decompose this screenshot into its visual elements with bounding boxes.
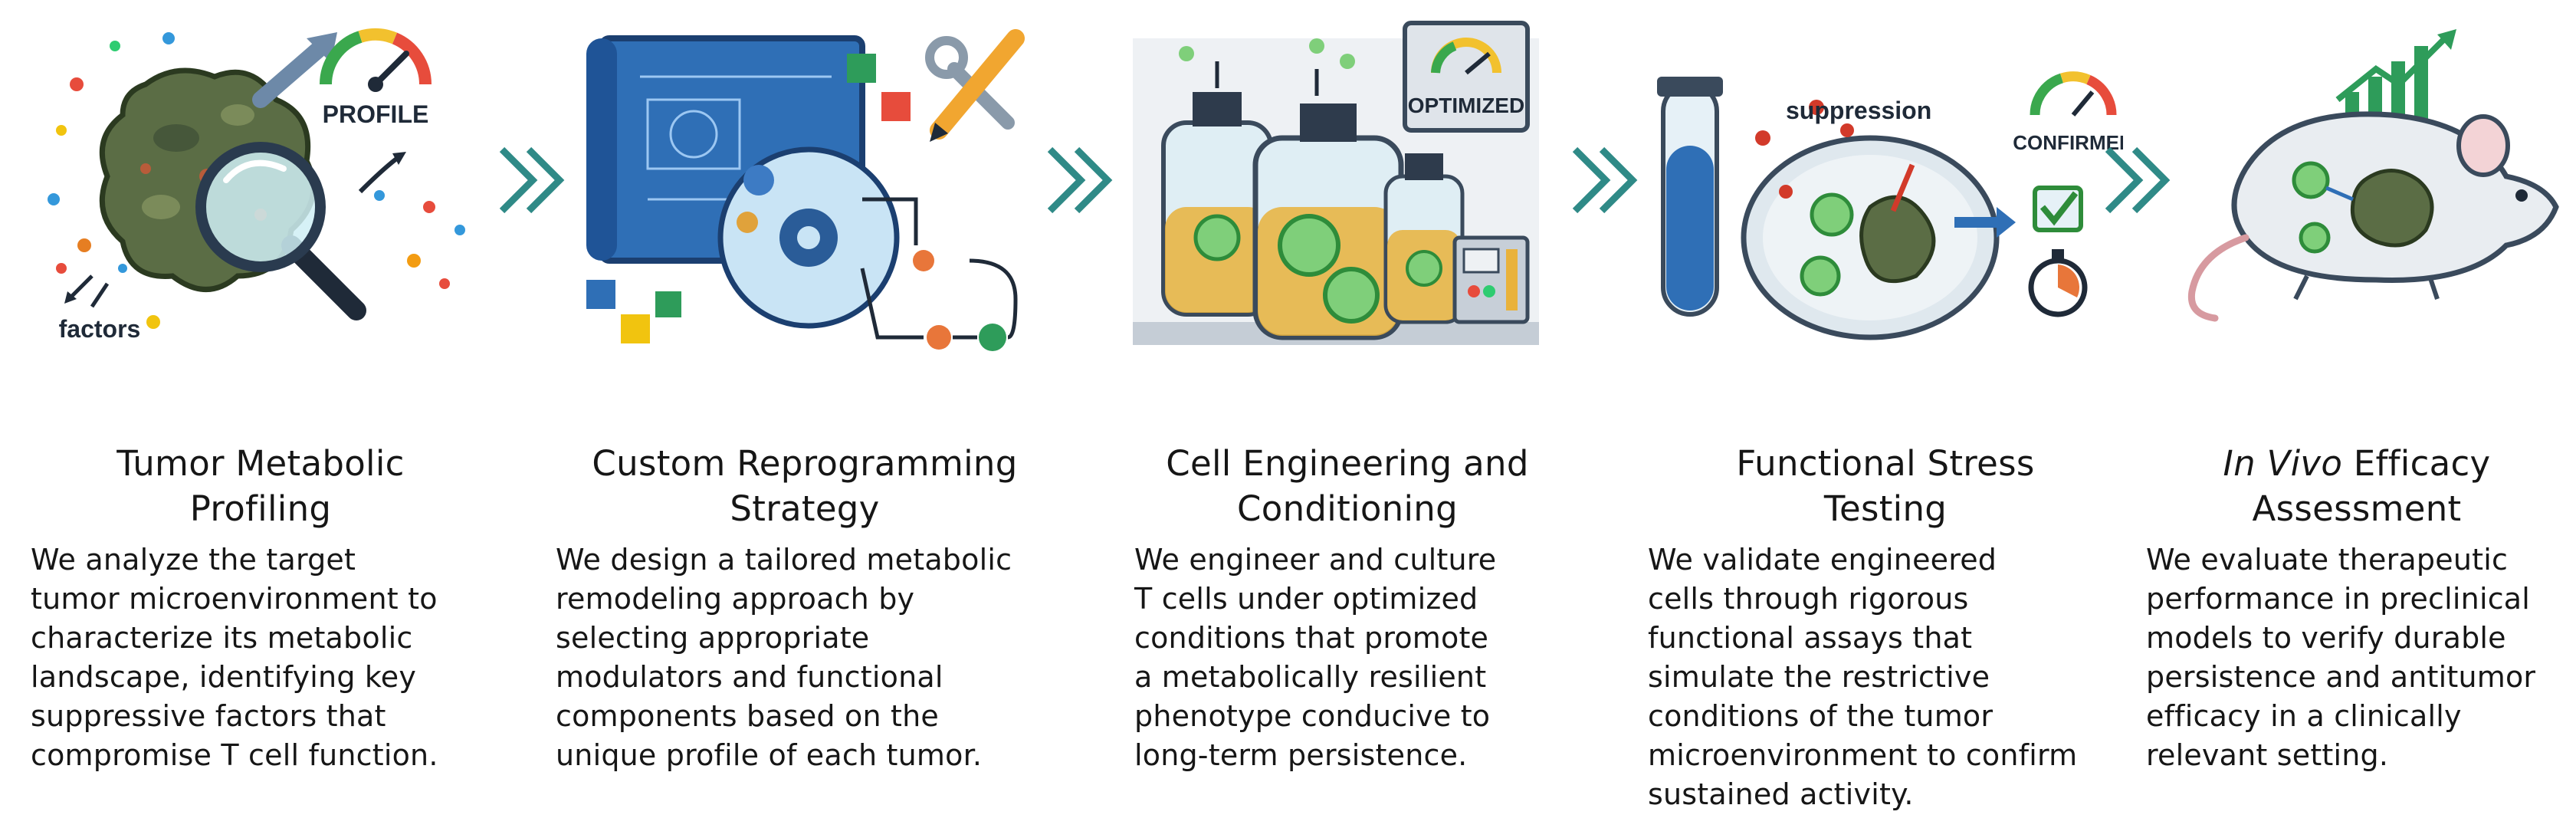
optimized-label: OPTIMIZED xyxy=(1408,94,1524,117)
step-title: Tumor Metabolic Profiling xyxy=(116,443,405,530)
tumor-icon xyxy=(2292,161,2434,254)
step-cell-engineering: OPTIMIZED Cell Engineering and Condition… xyxy=(1133,0,1562,828)
chevron-right-icon xyxy=(2096,134,2188,226)
step-title: In Vivo Efficacy Assessment xyxy=(2223,443,2491,530)
stress-testing-svg: suppression CONFIRMED xyxy=(1657,71,2123,340)
pencil-icon xyxy=(930,29,1025,142)
flowchart-icon xyxy=(860,197,1018,351)
strategy-svg xyxy=(586,29,1025,351)
culture-bottle-icon xyxy=(1252,104,1404,340)
profile-label: PROFILE xyxy=(323,100,429,128)
chevron-right-icon xyxy=(1039,134,1130,226)
step-in-vivo-assessment: In Vivo Efficacy Assessment We evaluate … xyxy=(2146,0,2568,828)
chevron-right-icon xyxy=(491,134,582,226)
curved-arrow-icon xyxy=(358,155,400,194)
step-description: We analyze the target tumor microenviron… xyxy=(31,543,438,772)
step-description: We design a tailored metabolic remodelin… xyxy=(556,543,1012,772)
stress-testing-illustration: suppression CONFIRMED xyxy=(1648,15,2123,376)
magnifier-icon xyxy=(195,142,366,320)
gear-icon xyxy=(717,146,900,329)
tumor-profiling-illustration: PROFILE factors xyxy=(31,15,491,376)
test-tube-icon xyxy=(1657,77,1723,317)
step-description: We validate engineered cells through rig… xyxy=(1648,543,2078,811)
step-description: We evaluate therapeutic performance in p… xyxy=(2146,543,2536,772)
factors-arrows-icon xyxy=(64,274,110,308)
gauge-icon xyxy=(2030,71,2117,117)
incubator-control-icon xyxy=(1452,235,1530,324)
culture-bottle-icon xyxy=(1383,153,1465,324)
confirmed-label: CONFIRMED xyxy=(2013,131,2123,154)
step-title: Cell Engineering and Conditioning xyxy=(1166,443,1529,530)
falling-cells-icon xyxy=(1179,38,1355,96)
in-vivo-illustration xyxy=(2146,15,2568,376)
stopwatch-icon xyxy=(2028,249,2088,317)
cell-engineering-illustration: OPTIMIZED xyxy=(1133,15,1562,376)
step-title: Functional Stress Testing xyxy=(1736,443,2035,530)
metabolite-dots xyxy=(48,32,465,329)
step-tumor-profiling: PROFILE factors Tumor Metabolic Profilin… xyxy=(31,0,491,828)
checkmark-icon xyxy=(2033,186,2083,232)
suppression-label: suppression xyxy=(1786,97,1931,124)
culture-bottle-icon xyxy=(1161,92,1273,317)
tumor-profiling-svg: PROFILE factors xyxy=(48,28,465,343)
wrench-icon xyxy=(925,36,1015,130)
trend-chart-icon xyxy=(2335,29,2456,130)
chevron-right-icon xyxy=(1564,134,1656,226)
step-reprogramming-strategy: Custom Reprogramming Strategy We design … xyxy=(556,0,1054,828)
cell-engineering-svg: OPTIMIZED xyxy=(1133,21,1539,345)
puzzle-icon xyxy=(586,54,911,343)
step-description: We engineer and culture T cells under op… xyxy=(1134,543,1497,772)
gauge-icon xyxy=(319,28,432,92)
in-vivo-svg xyxy=(2187,29,2559,322)
step-stress-testing: suppression CONFIRMED Functional Stress xyxy=(1648,0,2123,828)
factors-label: factors xyxy=(59,315,141,343)
step-title: Custom Reprogramming Strategy xyxy=(592,443,1018,530)
petri-dish-icon xyxy=(1741,135,2000,340)
strategy-illustration xyxy=(556,15,1054,376)
suppressor-molecules-icon xyxy=(1755,100,1854,199)
